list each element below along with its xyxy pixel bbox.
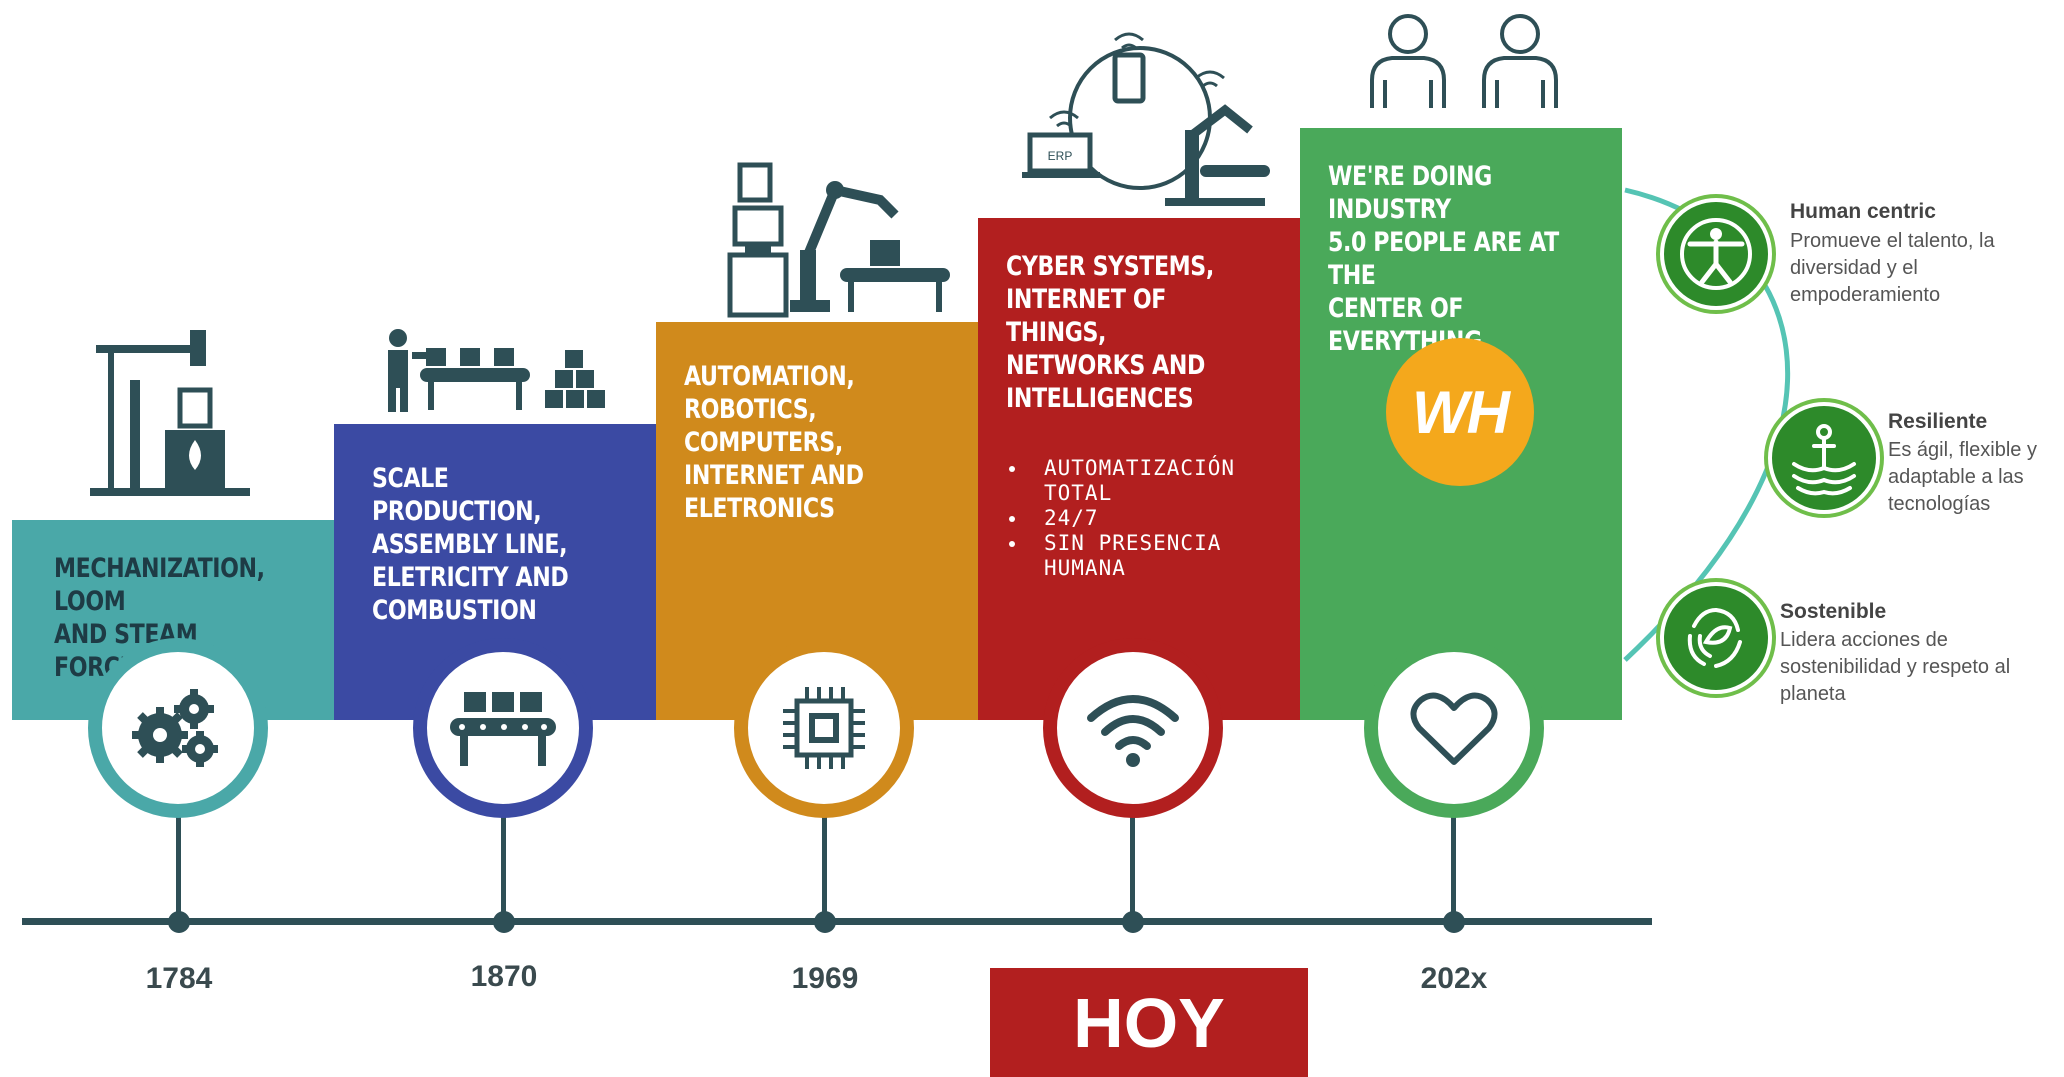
right-title-sustainable: Sostenible <box>1780 600 1887 623</box>
wifi-icon <box>1087 695 1179 767</box>
right-desc-sustainable: Lidera acciones de sostenibilidad y resp… <box>1780 629 2011 705</box>
timeline-dot <box>1122 911 1144 933</box>
today-badge: HOY <box>990 968 1308 1077</box>
wh-logo-text: WH <box>1412 378 1510 446</box>
era-circle-2 <box>413 638 593 818</box>
timeline-stem <box>1130 800 1135 920</box>
era-text-2: SCALE PRODUCTION, ASSEMBLY LINE, ELETRIC… <box>372 463 569 626</box>
wh-logo: WH <box>1386 338 1534 486</box>
chip-icon <box>783 687 865 769</box>
year-label-1969: 1969 <box>791 962 859 995</box>
svg-text:ERP: ERP <box>1048 149 1073 163</box>
anchor-icon <box>1792 424 1856 496</box>
bullet-item: SIN PRESENCIA HUMANA <box>1028 531 1298 581</box>
timeline-dot <box>1443 911 1465 933</box>
iot-network-icon: ERP <box>1022 32 1270 206</box>
right-desc-resilient: Es ágil, flexible y adaptable a las tecn… <box>1888 439 2037 515</box>
robot-computer-icon <box>727 162 950 318</box>
year-label-202x: 202x <box>1420 962 1488 995</box>
bullet-list: AUTOMATIZACIÓN TOTAL 24/7 SIN PRESENCIA … <box>1010 456 1298 581</box>
year-label-1870: 1870 <box>470 960 538 993</box>
heart-icon <box>1410 692 1498 765</box>
timeline-axis <box>22 918 1652 925</box>
gears-icon <box>132 689 218 767</box>
bullet-item: 24/7 <box>1028 506 1298 531</box>
era-circle-4 <box>1043 638 1223 818</box>
timeline-stem <box>822 800 827 920</box>
right-desc-human: Promueve el talento, la diversidad y el … <box>1790 230 1995 306</box>
pump-furnace-icon <box>90 330 250 496</box>
year-label-1784: 1784 <box>145 962 213 995</box>
era-text-3: AUTOMATION, ROBOTICS, COMPUTERS, INTERNE… <box>684 361 864 524</box>
right-title-resilient: Resiliente <box>1888 410 1988 433</box>
right-title-human: Human centric <box>1790 200 1936 223</box>
right-icon-sustainable <box>1660 582 1772 694</box>
era-text-5: WE'RE DOING INDUSTRY 5.0 PEOPLE ARE AT T… <box>1328 161 1559 357</box>
era-circle-3 <box>734 638 914 818</box>
today-label: HOY <box>1073 983 1225 1062</box>
era-circle-5 <box>1364 638 1544 818</box>
timeline-stem <box>1451 800 1456 920</box>
bullet-item: AUTOMATIZACIÓN TOTAL <box>1028 456 1298 506</box>
recycle-leaves-icon <box>1687 608 1742 668</box>
timeline-dot <box>814 911 836 933</box>
right-icon-resilient <box>1768 402 1880 514</box>
timeline-stem <box>501 800 506 920</box>
vitruvian-man-icon <box>1680 218 1752 290</box>
timeline-stem <box>176 800 181 920</box>
era-block-5: WE'RE DOING INDUSTRY 5.0 PEOPLE ARE AT T… <box>1300 128 1622 720</box>
timeline-dot <box>493 911 515 933</box>
era-text-4: CYBER SYSTEMS, INTERNET OF THINGS, NETWO… <box>1006 251 1214 414</box>
worker-assembly-icon <box>388 329 605 412</box>
era-circle-1 <box>88 638 268 818</box>
right-icon-human <box>1660 198 1772 310</box>
conveyor-icon <box>450 692 556 766</box>
timeline-dot <box>168 911 190 933</box>
people-icon <box>1370 14 1558 108</box>
era-block-4: CYBER SYSTEMS, INTERNET OF THINGS, NETWO… <box>978 218 1300 720</box>
era-block-2: SCALE PRODUCTION, ASSEMBLY LINE, ELETRIC… <box>334 424 656 720</box>
